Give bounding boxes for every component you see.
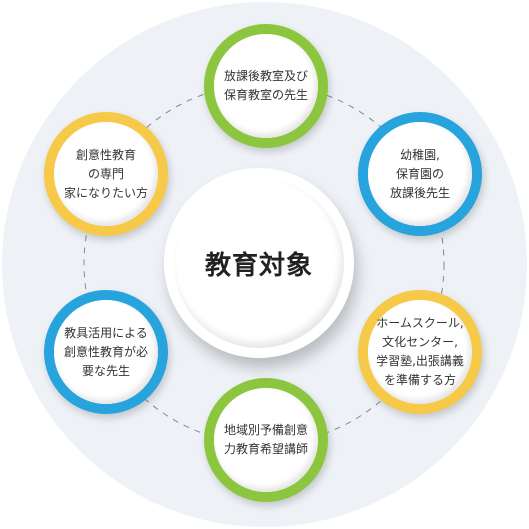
node-label: ホームスクール, 文化センター, 学習塾,出張講義 を準備する方 [376, 316, 464, 387]
node-label: 創意性教育 の専門 家になりたい方 [63, 147, 148, 200]
node-afterschool-teachers: 放課後教室及び 保育教室の先生 [204, 24, 328, 148]
node-teaching-tools-teachers: 教具活用による 創意性教育が必 要な先生 [44, 290, 168, 414]
center-title: 教育対象 [204, 250, 313, 281]
node-creativity-experts: 創意性教育 の専門 家になりたい方 [44, 112, 168, 236]
center-circle: 教育対象 [164, 168, 354, 358]
node-label: 地域別予備創意 力教育希望講師 [223, 423, 308, 456]
node-kindergarten-teachers: 幼稚園, 保育園の 放課後先生 [358, 112, 482, 236]
node-label: 放課後教室及び 保育教室の先生 [223, 69, 308, 102]
node-regional-instructors: 地域別予備創意 力教育希望講師 [204, 378, 328, 502]
node-label: 教具活用による 創意性教育が必 要な先生 [63, 325, 148, 378]
node-label: 幼稚園, 保育園の 放課後先生 [389, 147, 450, 200]
node-homeschool-lecture: ホームスクール, 文化センター, 学習塾,出張講義 を準備する方 [358, 290, 482, 414]
